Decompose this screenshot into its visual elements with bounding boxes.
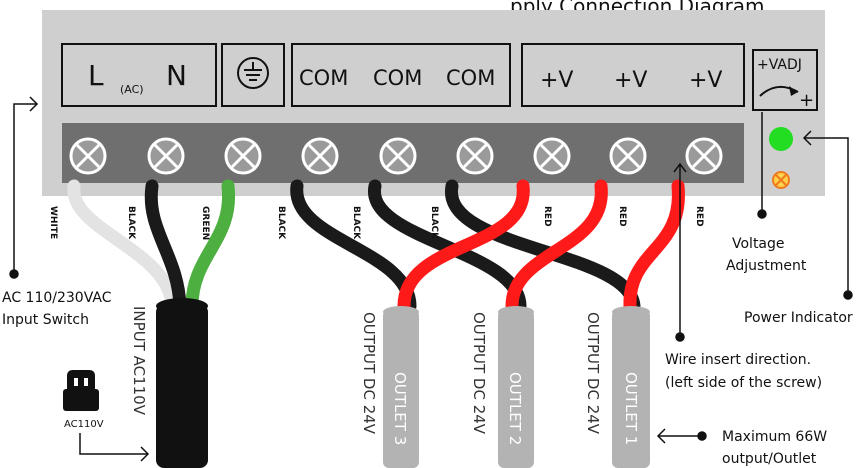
com-terminal-box <box>291 43 511 107</box>
ac-terminal-box <box>61 43 217 107</box>
output-wires <box>290 179 685 313</box>
wire-label: RED <box>542 206 552 227</box>
terminal-screws <box>69 137 723 175</box>
ac-label-sub: (AC) <box>120 83 144 96</box>
com-label-1: COM <box>299 66 348 90</box>
com-label-3: COM <box>446 66 495 90</box>
wire-label: RED <box>694 206 704 227</box>
black-wire-3 <box>445 179 641 313</box>
screw-icon <box>224 137 262 175</box>
wire-insert-label-2: (left side of the screw) <box>665 375 822 391</box>
wire-label: BLACK <box>351 206 361 240</box>
ground-icon <box>237 57 269 89</box>
plug-pointer <box>79 433 150 462</box>
wire-label: BLACK <box>126 206 136 240</box>
output-cable-2 <box>498 306 534 468</box>
power-indicator-label: Power Indicator <box>744 310 853 326</box>
wire-label: BLACK <box>429 206 439 240</box>
switch-label-1: AC 110/230VAC <box>2 290 112 306</box>
v-label-3: +V <box>689 68 722 93</box>
screw-icon <box>456 137 494 175</box>
vadj-box <box>752 49 818 111</box>
output-cable-1-outlet: OUTLET 1 <box>622 372 640 445</box>
red-wire-1 <box>397 179 530 313</box>
output-cable-3 <box>383 306 419 468</box>
input-wires <box>67 179 236 313</box>
plug-icon <box>63 370 99 411</box>
screw-icon <box>69 137 107 175</box>
switch-pointer <box>9 96 39 279</box>
green-wire <box>185 179 236 313</box>
power-indicator-led <box>769 127 793 151</box>
input-cable <box>156 298 208 468</box>
max-output-label-2: output/Outlet <box>722 451 817 467</box>
wire-label: WHITE <box>48 206 58 239</box>
red-wire-2 <box>505 179 608 313</box>
v-terminal-box <box>521 43 745 107</box>
wire-label: BLACK <box>276 206 286 240</box>
v-label-1: +V <box>540 68 573 93</box>
input-cable-label: INPUT AC110V <box>130 306 148 416</box>
output-cable-3-outlet: OUTLET 3 <box>391 372 409 445</box>
screw-icon <box>533 137 571 175</box>
screw-icon <box>609 137 647 175</box>
max-output-label-1: Maximum 66W <box>722 429 827 445</box>
com-label-2: COM <box>373 66 422 90</box>
vadj-label: +VADJ <box>757 57 802 73</box>
vadj-plus: + <box>799 90 814 111</box>
switch-label-2: Input Switch <box>2 312 89 328</box>
screw-icon <box>147 137 185 175</box>
red-wire-3 <box>623 179 685 313</box>
voltage-adjust-knob-icon[interactable] <box>772 171 790 189</box>
voltage-adjustment-label-1: Voltage <box>732 236 785 252</box>
wire-insert-label-1: Wire insert direction. <box>665 352 811 368</box>
plug-label: AC110V <box>64 419 104 430</box>
ac-label-l: L <box>88 59 104 92</box>
voltage-adjustment-pointer <box>757 112 767 219</box>
output-cable-2-outlet: OUTLET 2 <box>506 372 524 445</box>
white-wire <box>67 179 179 313</box>
black-wire-input <box>144 179 187 313</box>
black-wire-2 <box>368 179 527 313</box>
ground-terminal-box <box>221 43 285 107</box>
voltage-adjustment-label-2: Adjustment <box>726 258 807 274</box>
power-indicator-pointer <box>802 130 853 300</box>
screw-icon <box>685 137 723 175</box>
output-cable-3-type: OUTPUT DC 24V <box>360 312 378 435</box>
black-wire-1 <box>290 179 417 313</box>
wire-label: GREEN <box>200 206 210 240</box>
screw-icon <box>379 137 417 175</box>
output-cable-1-type: OUTPUT DC 24V <box>584 312 602 435</box>
ac-label-n: N <box>166 59 187 92</box>
wire-label: RED <box>617 206 627 227</box>
v-label-2: +V <box>614 68 647 93</box>
output-cable-1 <box>612 306 650 468</box>
output-cable-2-type: OUTPUT DC 24V <box>470 312 488 435</box>
wire-insert-pointer <box>673 162 687 342</box>
screw-icon <box>301 137 339 175</box>
max-output-pointer <box>656 428 707 444</box>
